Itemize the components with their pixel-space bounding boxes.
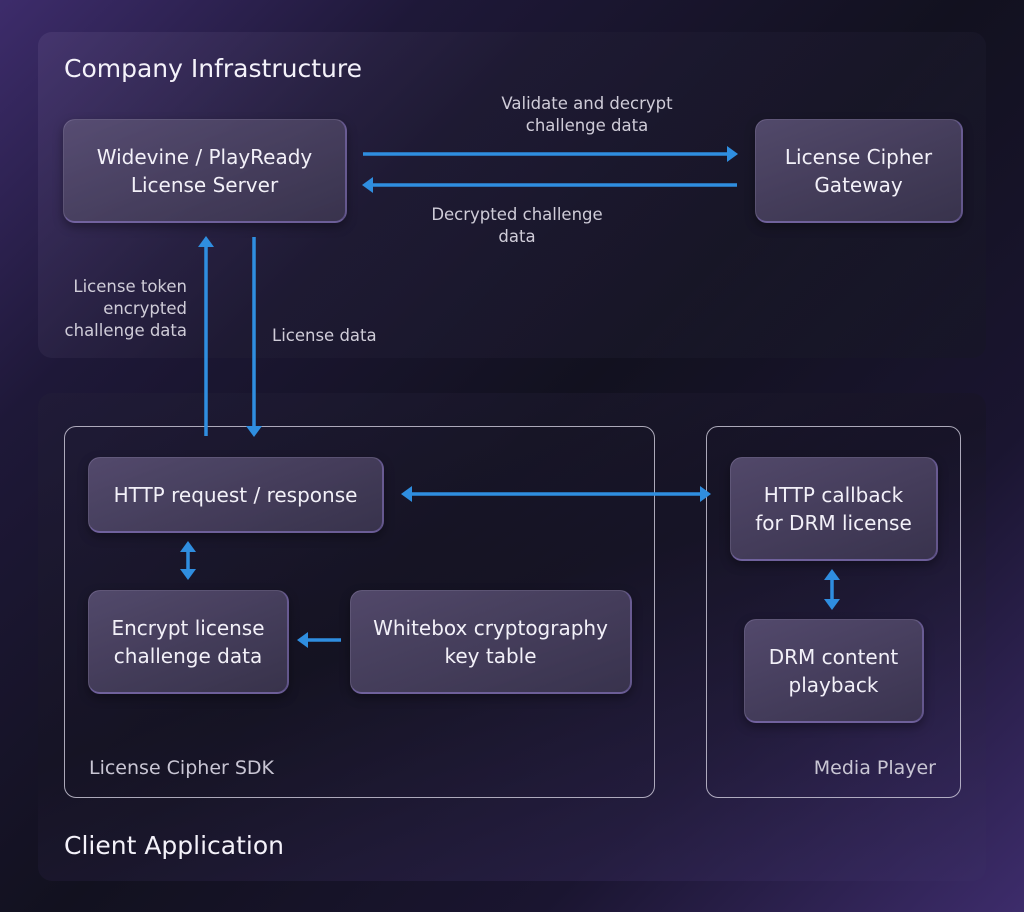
drm-playback-label: DRM content playback bbox=[768, 644, 899, 697]
whitebox-label: Whitebox cryptography key table bbox=[373, 615, 608, 668]
license-server-label: Widevine / PlayReady License Server bbox=[96, 144, 313, 197]
encrypt-challenge-node[interactable]: Encrypt license challenge data bbox=[88, 590, 289, 694]
media-player-group: Media Player bbox=[706, 426, 961, 798]
drm-playback-node[interactable]: DRM content playback bbox=[744, 619, 924, 723]
whitebox-node[interactable]: Whitebox cryptography key table bbox=[350, 590, 632, 694]
http-callback-node[interactable]: HTTP callback for DRM license bbox=[730, 457, 938, 561]
validate-decrypt-label: Validate and decrypt challenge data bbox=[501, 94, 673, 135]
encrypt-challenge-label: Encrypt license challenge data bbox=[111, 615, 265, 668]
cipher-gateway-node[interactable]: License Cipher Gateway bbox=[755, 119, 963, 223]
http-request-node[interactable]: HTTP request / response bbox=[88, 457, 384, 533]
decrypted-challenge-label: Decrypted challenge data bbox=[431, 205, 603, 246]
company-infrastructure-title: Company Infrastructure bbox=[64, 54, 362, 83]
cipher-gateway-label: License Cipher Gateway bbox=[784, 144, 933, 197]
license-cipher-sdk-group: License Cipher SDK bbox=[64, 426, 655, 798]
client-application-title: Client Application bbox=[64, 831, 285, 860]
media-player-title: Media Player bbox=[813, 757, 936, 779]
license-data-label: License data bbox=[272, 326, 377, 345]
license-token-label: License token encrypted challenge data bbox=[64, 277, 187, 340]
license-cipher-sdk-title: License Cipher SDK bbox=[89, 757, 275, 779]
http-callback-label: HTTP callback for DRM license bbox=[755, 482, 912, 535]
license-server-node[interactable]: Widevine / PlayReady License Server bbox=[63, 119, 347, 223]
http-request-label: HTTP request / response bbox=[113, 482, 358, 507]
